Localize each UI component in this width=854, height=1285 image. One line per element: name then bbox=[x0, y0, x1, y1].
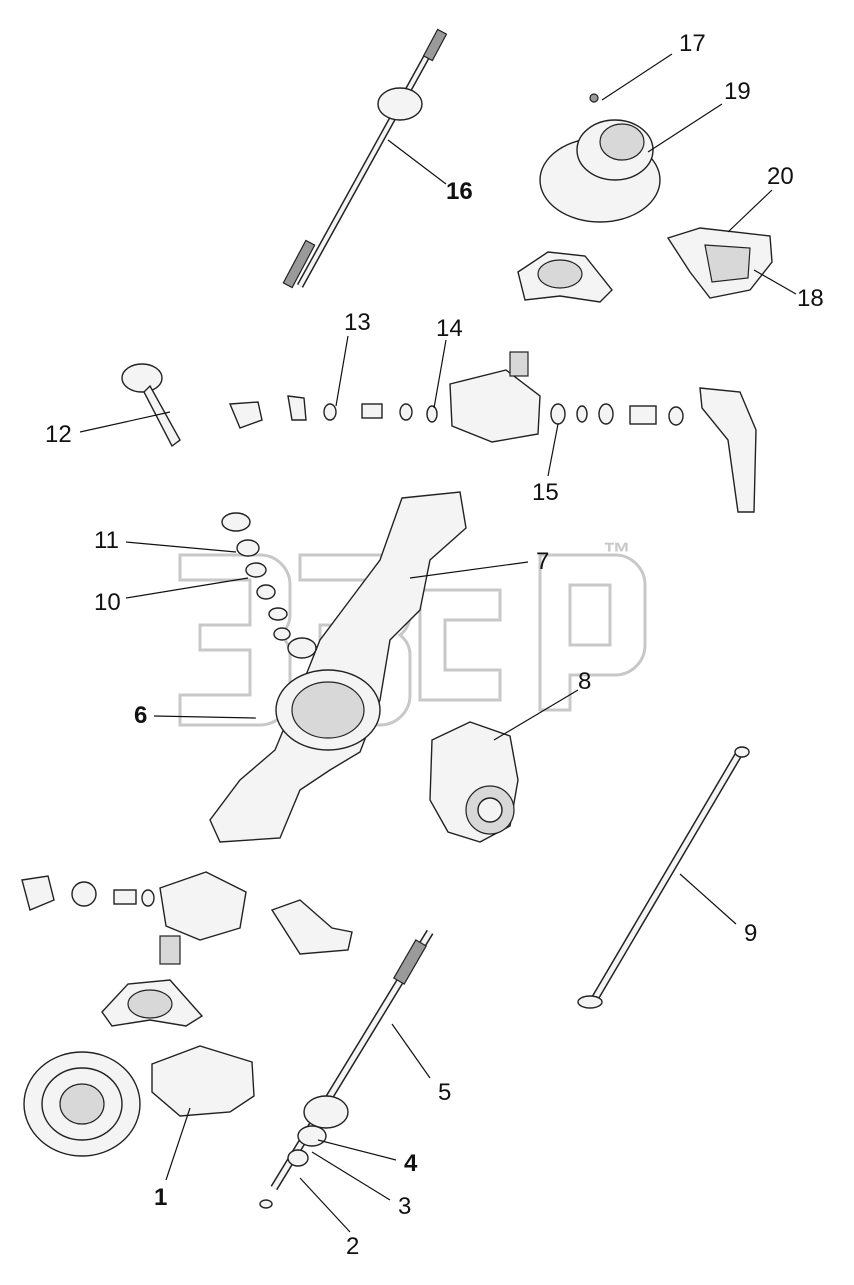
leader-20 bbox=[727, 189, 773, 233]
callout-9: 9 bbox=[744, 920, 757, 947]
leader-16 bbox=[387, 139, 447, 185]
axle-shaft-upper bbox=[282, 28, 448, 289]
leader-1 bbox=[165, 1107, 191, 1181]
steering-knuckle-assembly-upper bbox=[121, 351, 757, 513]
trademark-mark: ™ bbox=[603, 537, 631, 568]
callout-6: 6 bbox=[134, 702, 147, 729]
leader-7 bbox=[409, 561, 529, 579]
leader-13 bbox=[335, 335, 349, 407]
bearing-seal-stack bbox=[221, 512, 291, 641]
leader-14 bbox=[433, 339, 447, 409]
callout-15: 15 bbox=[532, 479, 559, 506]
leader-10 bbox=[125, 577, 249, 599]
callout-11: 11 bbox=[94, 527, 119, 554]
tie-rod bbox=[577, 746, 750, 1009]
callout-labels: 17 19 16 20 18 13 14 12 15 11 10 7 8 6 9… bbox=[45, 30, 824, 1260]
brake-disc-hub-lower bbox=[23, 1051, 141, 1157]
callout-12: 12 bbox=[45, 421, 72, 448]
callout-7: 7 bbox=[536, 548, 549, 575]
leader-6 bbox=[153, 715, 257, 719]
leader-3 bbox=[311, 1151, 391, 1201]
callout-18: 18 bbox=[797, 285, 824, 312]
leader-9 bbox=[679, 873, 737, 925]
leader-18 bbox=[753, 269, 797, 295]
leader-11 bbox=[125, 541, 237, 553]
differential-assembly bbox=[429, 721, 519, 843]
callout-1: 1 bbox=[154, 1184, 167, 1211]
callout-8: 8 bbox=[578, 668, 591, 695]
leader-12 bbox=[79, 411, 171, 433]
callout-14: 14 bbox=[436, 315, 463, 342]
leader-lines bbox=[79, 53, 797, 1233]
steering-knuckle-assembly-lower bbox=[21, 871, 353, 965]
leader-19 bbox=[647, 103, 723, 153]
callout-17: 17 bbox=[679, 30, 706, 57]
leader-15 bbox=[547, 423, 559, 477]
callout-4: 4 bbox=[404, 1150, 418, 1177]
callout-20: 20 bbox=[767, 163, 794, 190]
leader-17 bbox=[601, 53, 673, 101]
leader-8 bbox=[493, 689, 579, 741]
callout-2: 2 bbox=[346, 1233, 359, 1260]
callout-19: 19 bbox=[724, 78, 751, 105]
leader-5 bbox=[391, 1023, 431, 1079]
brake-disc-hub-upper bbox=[539, 93, 661, 223]
leader-4 bbox=[317, 1139, 397, 1161]
callout-5: 5 bbox=[438, 1079, 451, 1106]
axle-housing bbox=[209, 491, 467, 843]
axle-shaft-lower bbox=[259, 929, 434, 1209]
caliper-bracket-upper bbox=[517, 251, 613, 303]
callout-3: 3 bbox=[398, 1193, 411, 1220]
leader-2 bbox=[299, 1177, 351, 1233]
callout-16: 16 bbox=[446, 178, 473, 205]
callout-10: 10 bbox=[94, 589, 121, 616]
brake-caliper-lower bbox=[151, 1045, 255, 1117]
caliper-bracket-lower bbox=[101, 979, 204, 1027]
brake-caliper-upper bbox=[666, 227, 773, 299]
callout-13: 13 bbox=[344, 309, 371, 336]
